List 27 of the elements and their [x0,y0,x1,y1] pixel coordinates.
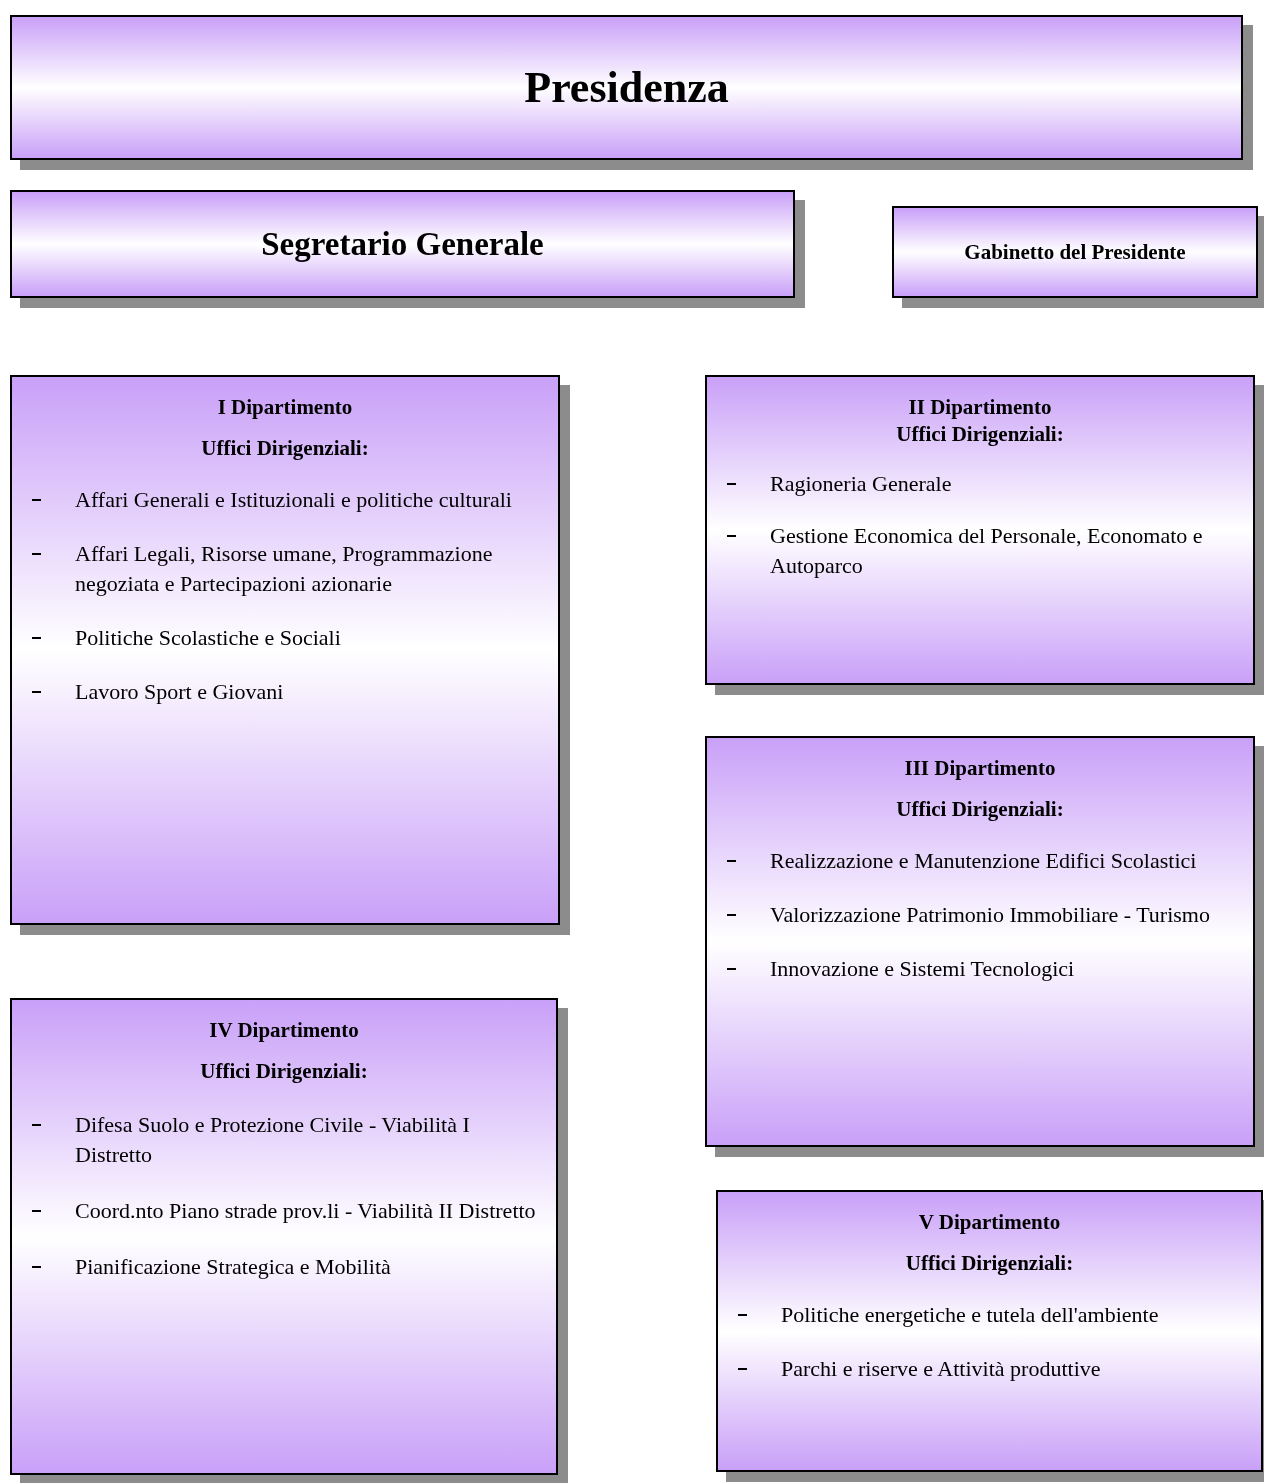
department-heading: II Dipartimento [907,395,1053,420]
subheading: Uffici Dirigenziali: [904,1251,1075,1276]
office-item: Gestione Economica del Personale, Economato e Autoparco [770,523,1203,578]
office-item: Politiche energetiche e tutela dell'ambiente [781,1302,1159,1327]
department-heading: IV Dipartimento [208,1018,360,1043]
office-item: Realizzazione e Manutenzione Edifici Scolastici [770,848,1197,873]
department-heading: V Dipartimento [917,1210,1062,1235]
office-item: Pianificazione Strategica e Mobilità [75,1254,391,1279]
office-item: Lavoro Sport e Giovani [75,679,284,704]
subheading: Uffici Dirigenziali: [895,797,1065,822]
office-item: Innovazione e Sistemi Tecnologici [770,956,1075,981]
heading: Segretario Generale [261,225,544,263]
office-item: Coord.nto Piano strade prov.li - Viabilità II Distretto [75,1198,536,1223]
office-item: Difesa Suolo e Protezione Civile - Viabilità I Distretto [75,1112,470,1167]
heading: Gabinetto del Presidente [964,239,1186,265]
office-item: Ragioneria Generale [770,471,952,496]
department-heading: I Dipartimento [216,395,354,420]
department-heading: III Dipartimento [903,756,1057,781]
heading: Presidenza [524,62,729,113]
office-item: Affari Legali, Risorse umane, Programmazione negoziata e Partecipazioni azionarie [75,541,493,596]
office-item: Affari Generali e Istituzionali e politiche culturali [75,487,512,512]
subheading: Uffici Dirigenziali: [895,422,1065,447]
subheading: Uffici Dirigenziali: [200,436,370,461]
office-item: Parchi e riserve e Attività produttive [781,1356,1101,1381]
subheading: Uffici Dirigenziali: [199,1059,369,1084]
office-item: Politiche Scolastiche e Sociali [75,625,341,650]
office-item: Valorizzazione Patrimonio Immobiliare - Turismo [770,902,1210,927]
